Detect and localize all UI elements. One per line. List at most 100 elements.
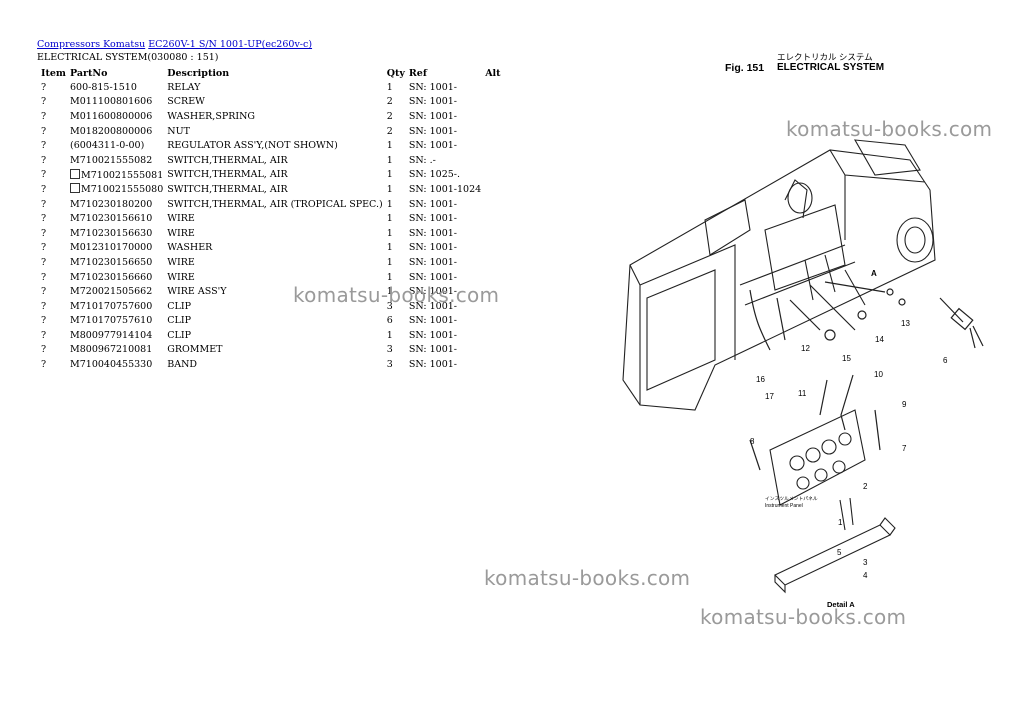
svg-text:14: 14 bbox=[875, 335, 884, 344]
row-item: ? bbox=[41, 286, 47, 298]
machine-body-drawing bbox=[622, 139, 936, 411]
svg-text:11: 11 bbox=[798, 389, 807, 398]
row-ref: SN: 1001- bbox=[408, 242, 457, 254]
row-ref: SN: 1001- bbox=[408, 271, 457, 283]
row-item: ? bbox=[41, 329, 47, 341]
row-ref: SN: 1001- bbox=[408, 315, 457, 327]
row-ref: SN: 1001- bbox=[408, 110, 457, 122]
row-qty: 2 bbox=[386, 125, 393, 137]
row-qty: 1 bbox=[386, 198, 393, 210]
parts-diagram: エレクトリカル システム Fig. 151 ELECTRICAL SYSTEM bbox=[622, 52, 984, 609]
row-alt bbox=[483, 80, 517, 95]
row-ref: SN: 1001- bbox=[408, 256, 457, 268]
row-ref: SN: 1001- bbox=[408, 96, 457, 108]
row-ref: SN: 1001- bbox=[408, 359, 457, 371]
row-item: ? bbox=[41, 96, 47, 108]
panel-label-en: Instrument Panel bbox=[765, 503, 803, 509]
row-alt bbox=[483, 241, 517, 256]
row-description: REGULATOR ASS'Y,(NOT SHOWN) bbox=[167, 140, 338, 152]
table-header-row: Item PartNo Description Qty Ref Alt bbox=[37, 66, 517, 80]
header-qty: Qty bbox=[386, 67, 405, 79]
row-qty: 1 bbox=[386, 154, 393, 166]
row-ref: SN: 1001- bbox=[408, 286, 457, 298]
row-qty: 1 bbox=[386, 286, 393, 298]
row-partno: M710170757610 bbox=[70, 315, 153, 327]
watermark: komatsu-books.com bbox=[293, 283, 500, 307]
row-description: WASHER,SPRING bbox=[167, 110, 256, 122]
breadcrumb-link-compressors[interactable]: Compressors Komatsu bbox=[37, 39, 146, 50]
row-description: SWITCH,THERMAL, AIR (TROPICAL SPEC.) bbox=[167, 198, 383, 210]
row-description: CLIP bbox=[167, 300, 191, 312]
row-ref: SN: 1001- bbox=[408, 344, 457, 356]
row-item: ? bbox=[41, 256, 47, 268]
row-item: ? bbox=[41, 183, 47, 195]
row-partno: 600-815-1510 bbox=[70, 81, 137, 93]
svg-text:10: 10 bbox=[874, 370, 883, 379]
row-qty: 3 bbox=[386, 359, 393, 371]
row-alt bbox=[483, 255, 517, 270]
row-ref: SN: 1001- bbox=[408, 300, 457, 312]
row-qty: 3 bbox=[386, 300, 393, 312]
row-partno: M011100801606 bbox=[70, 96, 153, 108]
svg-text:15: 15 bbox=[842, 354, 851, 363]
row-partno: M012310170000 bbox=[70, 242, 153, 254]
row-ref: SN: 1001- bbox=[408, 329, 457, 341]
row-item: ? bbox=[41, 271, 47, 283]
row-qty: 1 bbox=[386, 329, 393, 341]
row-item: ? bbox=[41, 359, 47, 371]
row-item: ? bbox=[41, 344, 47, 356]
row-description: SWITCH,THERMAL, AIR bbox=[167, 169, 288, 181]
parts-table: Item PartNo Description Qty Ref Alt ? 600… bbox=[37, 66, 517, 372]
select-checkbox[interactable] bbox=[70, 168, 80, 179]
header-ref: Ref bbox=[408, 67, 427, 79]
section-title: ELECTRICAL SYSTEM(030080 : 151) bbox=[37, 52, 219, 63]
row-qty: 6 bbox=[386, 315, 393, 327]
row-qty: 1 bbox=[386, 81, 393, 93]
watermark: komatsu-books.com bbox=[484, 566, 691, 590]
row-description: WIRE bbox=[167, 213, 195, 225]
row-ref: SN: 1001- bbox=[408, 213, 457, 225]
row-description: WIRE ASS'Y bbox=[167, 286, 227, 298]
row-description: RELAY bbox=[167, 81, 201, 93]
row-partno: (6004311-0-00) bbox=[70, 140, 145, 152]
svg-text:17: 17 bbox=[765, 392, 774, 401]
svg-text:1: 1 bbox=[838, 518, 843, 527]
svg-text:3: 3 bbox=[863, 558, 868, 567]
row-partno: M800967210081 bbox=[70, 344, 153, 356]
row-partno: M018200800006 bbox=[70, 125, 153, 137]
row-partno: M710170757600 bbox=[70, 300, 153, 312]
row-item: ? bbox=[41, 81, 47, 93]
row-alt bbox=[483, 328, 517, 343]
row-ref: SN: 1001- bbox=[408, 140, 457, 152]
header-item: Item bbox=[41, 67, 66, 79]
row-description: SWITCH,THERMAL, AIR bbox=[167, 154, 288, 166]
panel-label-jp: インスツルメントパネル bbox=[765, 496, 818, 502]
row-qty: 1 bbox=[386, 140, 393, 152]
row-description: BAND bbox=[167, 359, 198, 371]
breadcrumb: Compressors Komatsu EC260V-1 S/N 1001-UP… bbox=[37, 39, 312, 50]
row-ref: SN: 1025-. bbox=[408, 169, 461, 181]
row-qty: 1 bbox=[386, 183, 393, 195]
breadcrumb-link-model[interactable]: EC260V-1 S/N 1001-UP(ec260v-c) bbox=[148, 39, 313, 50]
row-alt bbox=[483, 153, 517, 168]
row-qty: 1 bbox=[386, 169, 393, 181]
row-alt bbox=[483, 95, 517, 110]
row-ref: SN: 1001- bbox=[408, 125, 457, 137]
row-item: ? bbox=[41, 110, 47, 122]
row-description: SCREW bbox=[167, 96, 205, 108]
select-checkbox[interactable] bbox=[70, 183, 80, 194]
row-partno: M710230180200 bbox=[70, 198, 153, 210]
row-alt bbox=[483, 226, 517, 241]
instrument-panel-drawing bbox=[769, 409, 866, 531]
watermark: komatsu-books.com bbox=[786, 117, 993, 141]
row-partno: M800977914104 bbox=[70, 329, 153, 341]
watermark: komatsu-books.com bbox=[700, 605, 907, 629]
row-alt bbox=[483, 109, 517, 124]
header-alt: Alt bbox=[485, 67, 501, 79]
